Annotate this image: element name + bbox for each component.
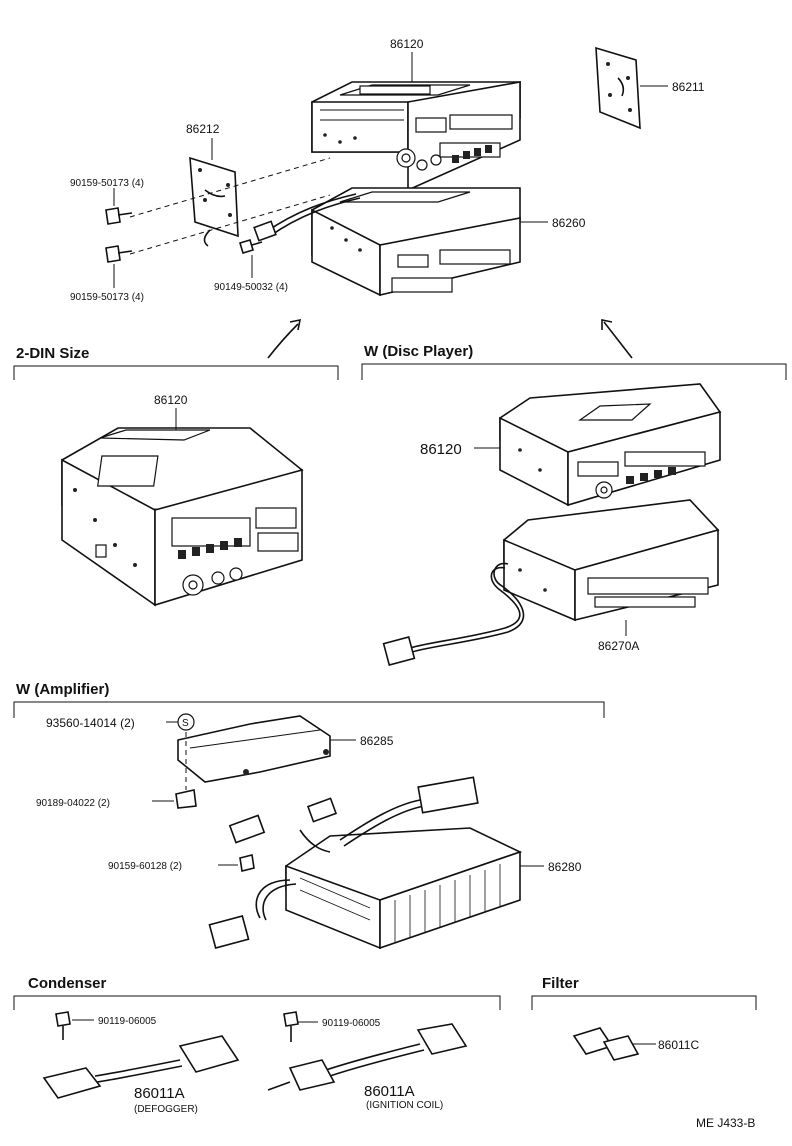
bracket-disc (361, 363, 787, 380)
bracket-86212 (189, 156, 239, 247)
label-top-86212: 86212 (186, 122, 220, 136)
label-amp-86280: 86280 (548, 860, 582, 874)
screw-90149 (239, 239, 263, 254)
bracket-2din (13, 365, 339, 380)
label-screw-90149: 90149-50032 (4) (214, 282, 288, 293)
bracket-86211 (595, 46, 641, 130)
top-cable (253, 193, 361, 242)
label-amp-86285: 86285 (360, 734, 394, 748)
clip-90189 (175, 789, 197, 809)
amp-s-mark: S (182, 718, 189, 729)
bolt-upper (105, 207, 133, 225)
filter-86011c (572, 1027, 640, 1061)
section-header-condenser: Condenser (28, 975, 107, 992)
label-amp-90189: 90189-04022 (2) (36, 798, 110, 809)
amp-harness (208, 776, 479, 949)
label-top-86260: 86260 (552, 216, 586, 230)
label-cond-screw-1: 90119-06005 (98, 1016, 157, 1027)
label-cond-part2: 86011A (364, 1083, 415, 1100)
diagram-code: ME J433-B (696, 1116, 755, 1130)
section-header-amp: W (Amplifier) (16, 681, 109, 698)
label-amp-90159: 90159-60128 (2) (108, 861, 182, 872)
label-din-86120: 86120 (154, 393, 188, 407)
disc-head-unit-86120 (499, 383, 722, 507)
label-top-86120: 86120 (390, 37, 424, 51)
label-filter-part: 86011C (658, 1038, 699, 1052)
section-header-2din: 2-DIN Size (16, 345, 89, 362)
amplifier-86280 (285, 827, 523, 950)
label-cond-part1: 86011A (134, 1085, 185, 1102)
cond-screw-2 (283, 1011, 299, 1042)
din-head-unit-86120 (61, 427, 304, 607)
top-head-unit-86120 (311, 81, 521, 192)
label-cond-part2-sub: (IGNITION COIL) (366, 1100, 443, 1111)
label-top-86211: 86211 (672, 80, 705, 94)
label-disc-86270a: 86270A (598, 639, 639, 653)
bracket-condenser (13, 995, 501, 1010)
label-amp-93560: 93560-14014 (2) (46, 716, 135, 730)
screw-90159-60128 (239, 854, 255, 872)
top-cd-unit-86260 (311, 187, 521, 297)
label-disc-86120: 86120 (420, 441, 462, 458)
label-cond-part1-sub: (DEFOGGER) (134, 1104, 198, 1115)
label-bolt-lower: 90159-50173 (4) (70, 292, 144, 303)
bracket-filter (531, 995, 757, 1010)
bracket-amp (13, 701, 605, 718)
cond-screw-1 (55, 1011, 71, 1040)
label-bolt-upper: 90159-50173 (4) (70, 178, 144, 189)
condenser-defogger (42, 1035, 240, 1099)
condenser-ignition (267, 1023, 468, 1091)
section-header-filter: Filter (542, 975, 579, 992)
amp-bracket-86285 (177, 715, 331, 783)
disc-unit-86270a (503, 499, 720, 622)
bolt-lower (105, 245, 133, 263)
section-header-disc: W (Disc Player) (364, 343, 473, 360)
disc-cable (382, 562, 525, 666)
label-cond-screw-2: 90119-06005 (322, 1018, 381, 1029)
